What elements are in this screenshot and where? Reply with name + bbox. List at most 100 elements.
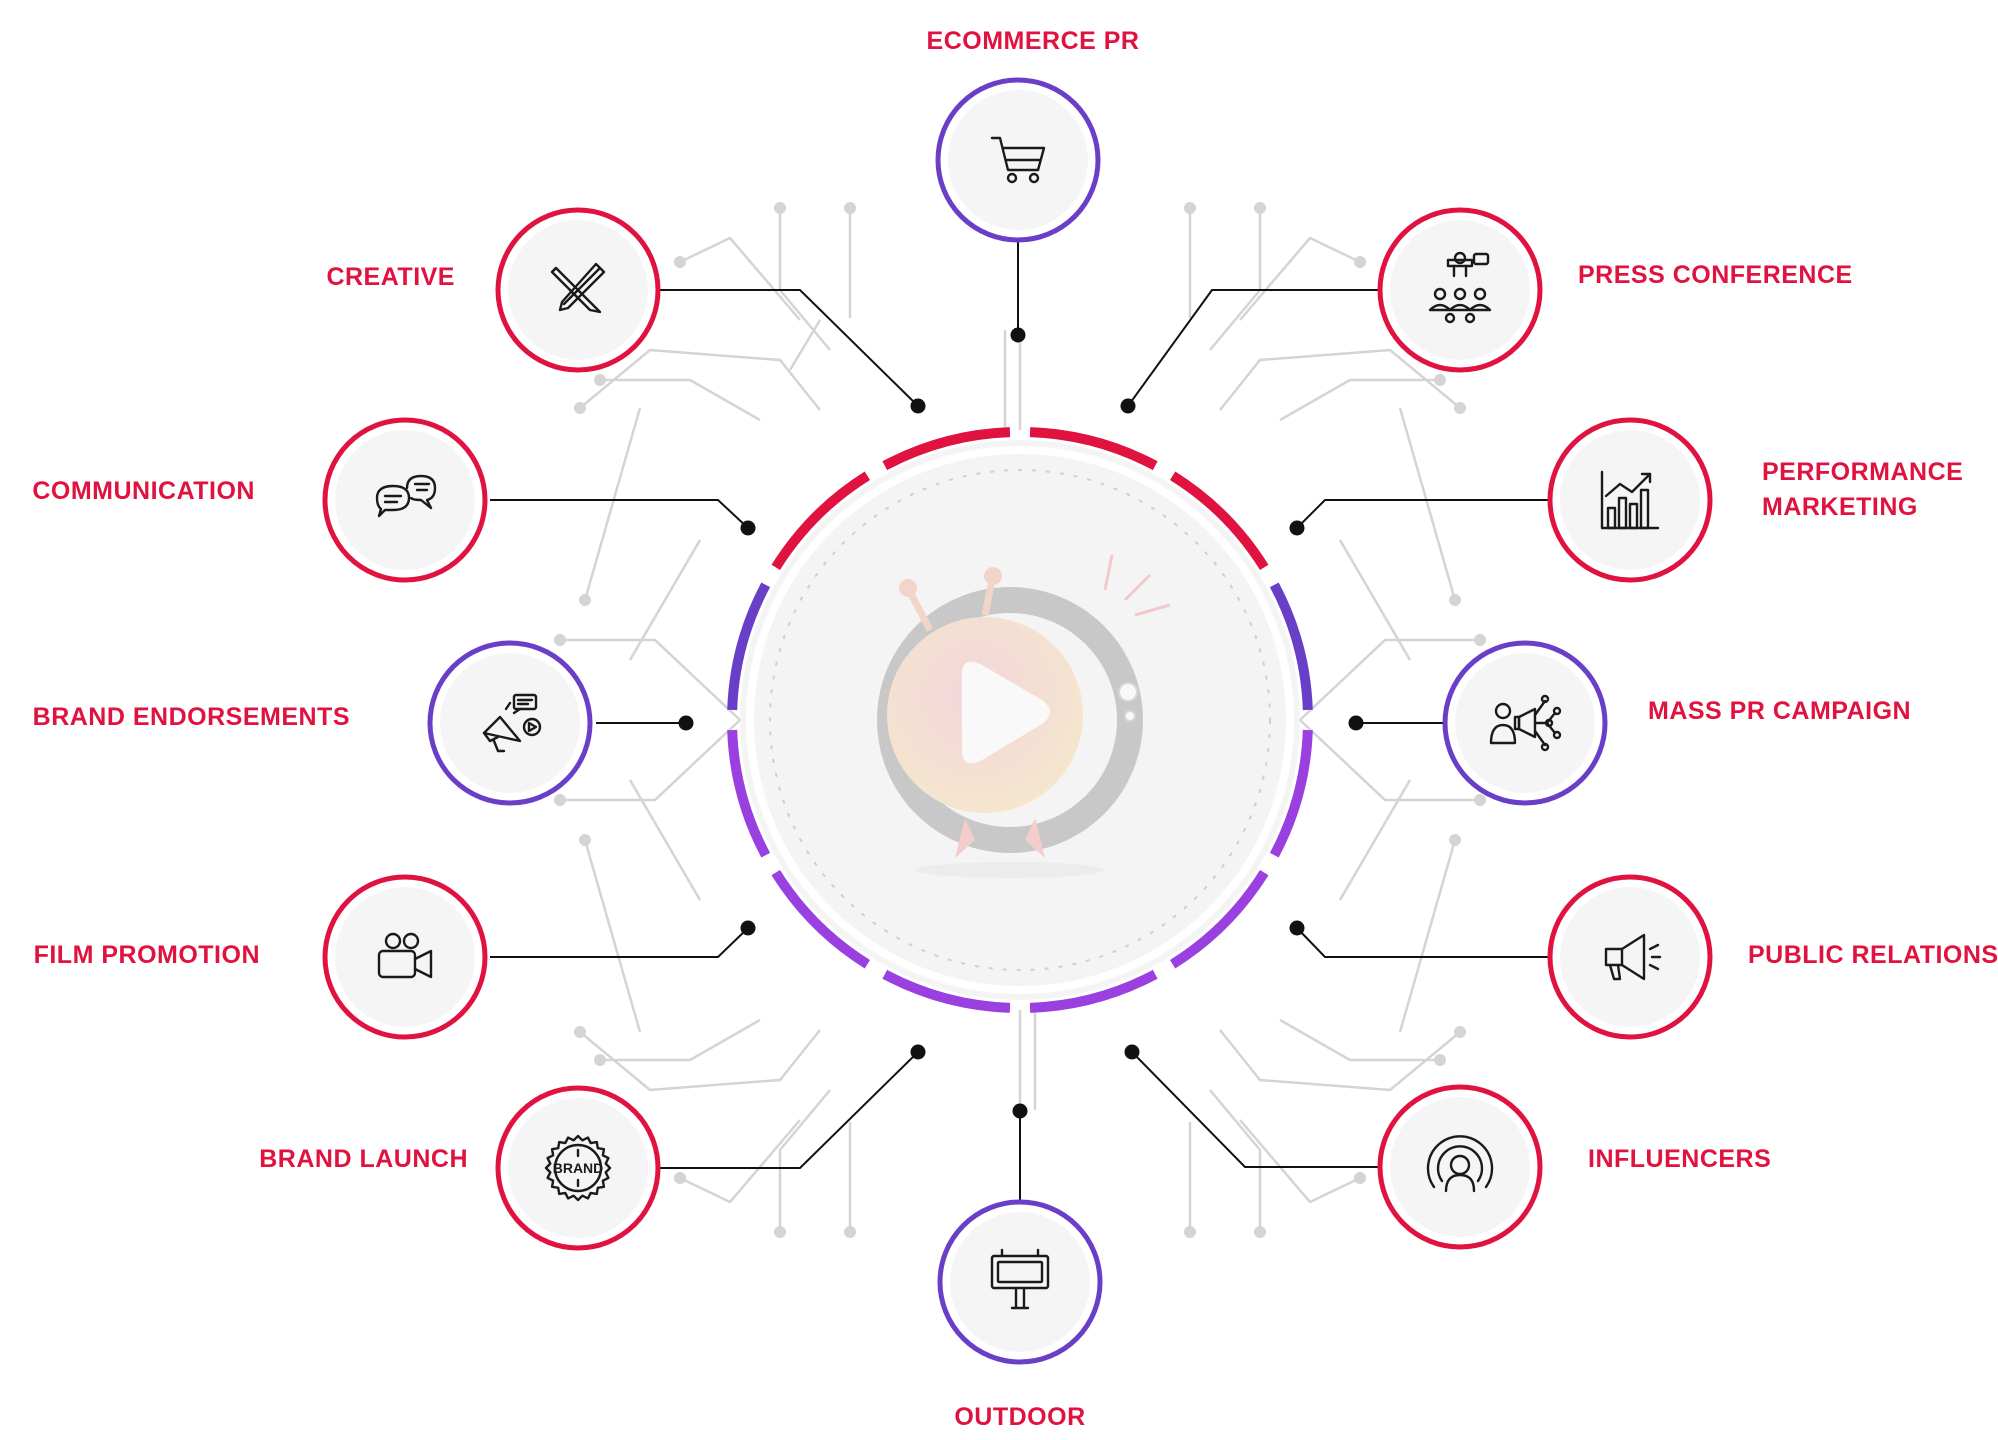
circuit-decoration xyxy=(554,202,1486,1238)
circuit-node-dot xyxy=(844,1226,856,1238)
film-connector-dot xyxy=(740,920,756,936)
hub-segmented-ring xyxy=(727,427,1313,1013)
endorsements-node[interactable] xyxy=(427,640,593,806)
circuit-node-dot xyxy=(1354,256,1366,268)
circuit-node-dot xyxy=(1454,402,1466,414)
circuit-node-dot xyxy=(1474,794,1486,806)
circuit-node-dot xyxy=(1254,202,1266,214)
communication-connector xyxy=(490,499,749,529)
brand-launch-connector-dot xyxy=(910,1044,926,1060)
ring-segment xyxy=(1169,869,1269,969)
ring-segment xyxy=(771,869,871,969)
presentation-icon xyxy=(1428,251,1492,324)
node-fill xyxy=(440,653,580,793)
ring-segment xyxy=(1269,582,1313,711)
press-connector xyxy=(1127,289,1385,407)
circuit-node-dot xyxy=(579,594,591,606)
play-logo xyxy=(877,554,1171,878)
press-node[interactable] xyxy=(1377,207,1543,373)
communication-label: COMMUNICATION xyxy=(32,477,255,505)
circuit-node-dot xyxy=(1354,1172,1366,1184)
outdoor-label: OUTDOOR xyxy=(954,1403,1086,1431)
connectors xyxy=(490,242,1552,1203)
node-fill xyxy=(1560,430,1700,570)
influencers-node[interactable] xyxy=(1377,1084,1543,1250)
public-rel-connector xyxy=(1296,927,1552,958)
circuit-node-dot xyxy=(554,794,566,806)
brand-launch-label: BRAND LAUNCH xyxy=(259,1145,468,1173)
brand-badge-text: BRAND xyxy=(553,1160,604,1176)
ecommerce-label: ECOMMERCE PR xyxy=(926,27,1140,55)
ring-segment xyxy=(1029,969,1158,1013)
circuit-node-dot xyxy=(554,634,566,646)
circuit-node-dot xyxy=(674,1172,686,1184)
service-nodes: BRAND xyxy=(322,77,1713,1365)
circuit-node-dot xyxy=(1254,1226,1266,1238)
node-fill xyxy=(335,887,475,1027)
center-hub xyxy=(727,427,1313,1013)
ring-segment xyxy=(882,427,1011,471)
megaphone-network-icon xyxy=(1489,694,1562,752)
video-camera-icon xyxy=(377,932,433,979)
circuit-node-dot xyxy=(1449,834,1461,846)
brand-badge-icon: BRAND xyxy=(544,1134,612,1202)
circuit-node-dot xyxy=(1184,1226,1196,1238)
circuit-node-dot xyxy=(574,402,586,414)
mass-pr-node[interactable] xyxy=(1442,640,1608,806)
circuit-node-dot xyxy=(1474,634,1486,646)
circuit-node-dot xyxy=(579,834,591,846)
ring-segment xyxy=(727,729,771,858)
chat-bubbles-icon xyxy=(375,474,437,518)
circuit-node-dot xyxy=(774,1226,786,1238)
ecommerce-node[interactable] xyxy=(935,77,1101,243)
creative-node[interactable] xyxy=(495,207,661,373)
circuit-node-dot xyxy=(1434,1054,1446,1066)
ring-segment xyxy=(882,969,1011,1013)
circuit-node-dot xyxy=(1449,594,1461,606)
creative-connector xyxy=(660,289,919,407)
film-node[interactable] xyxy=(322,874,488,1040)
bar-chart-icon xyxy=(1600,470,1660,530)
megaphone-icon xyxy=(1604,933,1662,981)
communication-node[interactable] xyxy=(322,417,488,583)
ecommerce-connector-dot xyxy=(1010,327,1026,343)
brand-launch-node[interactable]: BRAND xyxy=(495,1085,661,1251)
broadcast-person-icon xyxy=(1426,1135,1494,1193)
node-fill xyxy=(508,1098,648,1238)
shopping-cart-icon xyxy=(990,136,1046,184)
endorsements-label: BRAND ENDORSEMENTS xyxy=(32,703,350,731)
ring-segment xyxy=(1269,729,1313,858)
circuit-node-dot xyxy=(844,202,856,214)
outdoor-node[interactable] xyxy=(937,1199,1103,1365)
public-rel-label: PUBLIC RELATIONS xyxy=(1748,941,1998,969)
performance-node[interactable] xyxy=(1547,417,1713,583)
circuit-node-dot xyxy=(1184,202,1196,214)
ring-segment xyxy=(771,471,871,571)
creative-connector-dot xyxy=(910,398,926,414)
public-rel-connector-dot xyxy=(1289,920,1305,936)
influencers-connector xyxy=(1131,1051,1385,1168)
node-fill xyxy=(335,430,475,570)
ring-segment xyxy=(1169,471,1269,571)
circuit-node-dot xyxy=(674,256,686,268)
mass-pr-connector-dot xyxy=(1348,715,1364,731)
circuit-node-dot xyxy=(594,1054,606,1066)
circuit-node-dot xyxy=(594,374,606,386)
influencers-label: INFLUENCERS xyxy=(1588,1145,1772,1173)
circuit-node-dot xyxy=(774,202,786,214)
creative-label: CREATIVE xyxy=(326,263,455,291)
press-label: PRESS CONFERENCE xyxy=(1578,261,1853,289)
performance-label: PERFORMANCE MARKETING xyxy=(1762,458,1964,521)
circuit-node-dot xyxy=(574,1026,586,1038)
public-rel-node[interactable] xyxy=(1547,874,1713,1040)
film-label: FILM PROMOTION xyxy=(33,941,260,969)
billboard-icon xyxy=(990,1248,1050,1310)
node-fill xyxy=(1455,653,1595,793)
communication-connector-dot xyxy=(740,520,756,536)
brand-launch-connector xyxy=(660,1051,919,1169)
node-fill xyxy=(1390,1097,1530,1237)
press-connector-dot xyxy=(1120,398,1136,414)
outdoor-connector-dot xyxy=(1012,1103,1028,1119)
film-connector xyxy=(490,927,749,958)
